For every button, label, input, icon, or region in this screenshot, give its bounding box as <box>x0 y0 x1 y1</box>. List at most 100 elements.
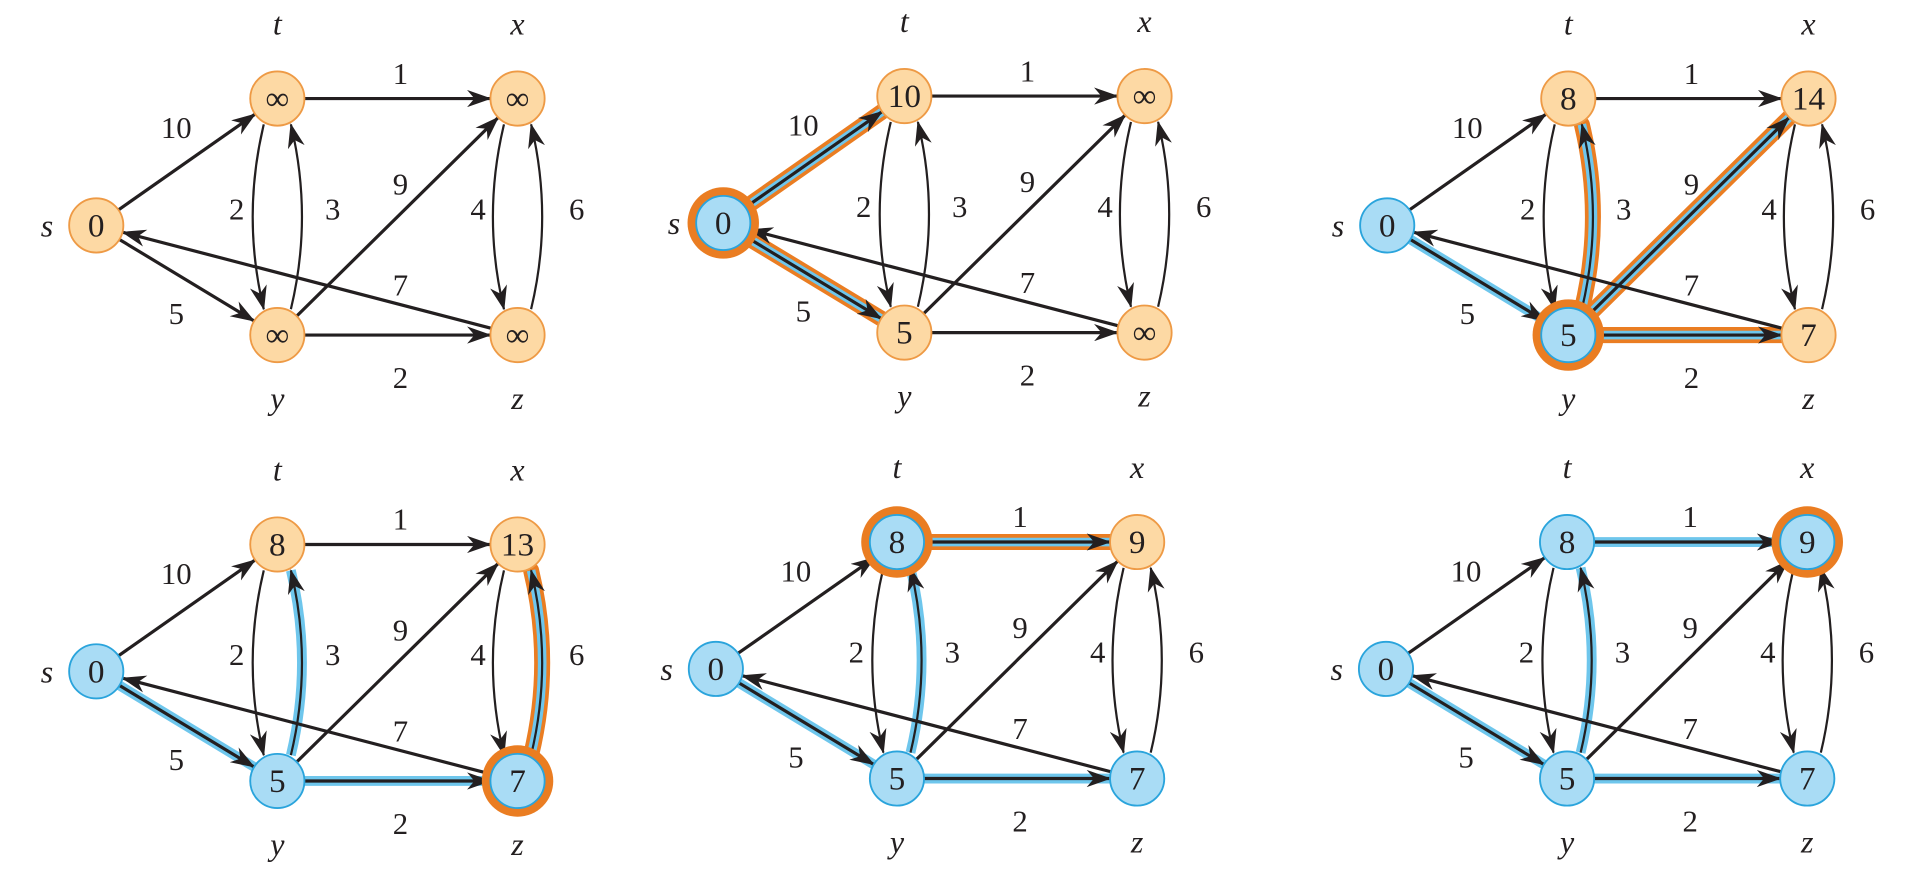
edge-x-z <box>1779 567 1797 754</box>
vertex-s-label: s <box>1330 651 1342 687</box>
edge-weight-y-t: 3 <box>325 638 340 672</box>
edge-s-y <box>738 681 875 766</box>
edge-weight-y-t: 3 <box>945 636 960 670</box>
edge-weight-z-s: 7 <box>393 715 408 749</box>
edge-weight-y-x: 9 <box>1683 611 1698 645</box>
vertex-x-distance: 9 <box>1129 524 1146 561</box>
edge-t-y <box>1539 567 1557 754</box>
vertex-y-distance: 5 <box>889 761 906 798</box>
vertex-x <box>1779 513 1836 571</box>
vertex-t-distance: 8 <box>1560 81 1577 118</box>
edge-weight-z-x: 6 <box>1860 192 1875 226</box>
edge-weight-z-x: 6 <box>1196 190 1211 224</box>
edge-weight-s-t: 10 <box>781 554 812 588</box>
edge-s-y <box>745 235 883 320</box>
edge-s-t <box>1407 556 1546 655</box>
edge-weight-s-t: 10 <box>788 109 819 143</box>
vertex-z-label: z <box>1130 823 1144 859</box>
edge-weight-y-t: 3 <box>1616 192 1631 226</box>
edge-weight-x-z: 4 <box>470 192 485 226</box>
edge-weight-t-y: 2 <box>856 190 871 224</box>
vertex-s-label: s <box>41 208 53 244</box>
vertex-t-label: t <box>900 3 910 39</box>
vertex-x-distance: ∞ <box>1133 78 1157 115</box>
vertex-t-label: t <box>1564 5 1574 41</box>
edge-y-x <box>295 562 500 764</box>
vertex-z-label: z <box>510 826 524 862</box>
vertex-x-label: x <box>1800 5 1815 41</box>
vertex-y-label: y <box>894 378 912 414</box>
vertex-z-distance: ∞ <box>1133 315 1157 352</box>
vertex-t-distance: 8 <box>269 527 286 564</box>
vertex-x-distance: 13 <box>501 527 534 564</box>
vertex-y-label: y <box>1558 380 1576 416</box>
edge-weight-x-z: 4 <box>470 638 485 672</box>
edge-weight-y-z: 2 <box>1012 804 1027 838</box>
vertex-s-distance: 0 <box>708 651 725 688</box>
vertex-z-distance: 7 <box>1129 761 1146 798</box>
vertex-s-distance: 0 <box>88 653 105 690</box>
edge-s-y <box>1409 238 1547 323</box>
edge-weight-y-x: 9 <box>1012 611 1027 645</box>
edge-x-z <box>1117 121 1134 308</box>
vertex-t <box>1540 70 1597 127</box>
vertex-z-distance: ∞ <box>506 317 530 354</box>
vertex-z <box>489 307 546 364</box>
vertex-x-distance: 14 <box>1792 81 1826 118</box>
edge-weight-y-x: 9 <box>1684 168 1699 202</box>
edge-weight-s-y: 5 <box>1458 740 1473 774</box>
vertex-z-distance: 7 <box>1800 317 1817 354</box>
edge-weight-s-y: 5 <box>788 740 803 774</box>
edge-weight-y-z: 2 <box>1683 804 1698 838</box>
edge-weight-s-y: 5 <box>169 743 184 777</box>
vertex-t-distance: 10 <box>888 78 921 115</box>
edge-y-x <box>1586 116 1791 318</box>
vertex-s-distance: 0 <box>715 205 732 242</box>
vertex-y <box>249 307 306 364</box>
edge-weight-z-s: 7 <box>393 269 408 303</box>
vertex-s-label: s <box>41 653 53 689</box>
edge-weight-y-z: 2 <box>393 807 408 841</box>
vertex-s-distance: 0 <box>1378 651 1395 688</box>
edge-weight-z-s: 7 <box>1020 266 1035 300</box>
edge-t-y <box>869 567 887 754</box>
edge-weight-s-t: 10 <box>1451 554 1482 588</box>
vertex-y-label: y <box>267 380 285 416</box>
vertex-s-distance: 0 <box>88 208 105 245</box>
vertex-x-distance: 9 <box>1799 524 1816 561</box>
edge-y-x <box>1585 559 1790 761</box>
vertex-z <box>1109 750 1166 807</box>
vertex-y-label: y <box>1557 823 1575 859</box>
vertex-s <box>687 640 744 697</box>
vertex-z-label: z <box>1137 378 1151 414</box>
vertex-y <box>868 750 925 807</box>
edge-weight-y-t: 3 <box>1615 636 1630 670</box>
edge-y-t <box>287 569 305 756</box>
vertex-t <box>868 513 925 571</box>
edge-s-t <box>117 558 257 658</box>
vertex-y-label: y <box>267 826 285 862</box>
vertex-t <box>249 516 306 573</box>
vertex-x <box>1780 70 1837 127</box>
edge-s-y <box>118 238 256 323</box>
vertex-y <box>1540 307 1597 364</box>
edge-weight-x-z: 4 <box>1760 636 1775 670</box>
vertex-y <box>876 304 933 361</box>
edge-y-t <box>1577 566 1595 753</box>
vertex-y <box>249 752 306 810</box>
edge-t-y <box>1540 124 1558 311</box>
edge-weight-s-y: 5 <box>169 297 184 331</box>
vertex-t-label: t <box>273 451 283 487</box>
vertex-t-label: t <box>1563 449 1573 485</box>
vertex-s-label: s <box>668 205 680 241</box>
edge-weight-y-z: 2 <box>1684 361 1699 395</box>
edge-z-s <box>748 227 1119 328</box>
edge-weight-x-z: 4 <box>1090 636 1105 670</box>
vertex-t-distance: ∞ <box>265 81 289 118</box>
edge-weight-s-y: 5 <box>1460 297 1475 331</box>
vertex-s <box>695 194 752 251</box>
edge-weight-s-y: 5 <box>796 295 811 329</box>
vertex-x-label: x <box>1799 449 1814 485</box>
